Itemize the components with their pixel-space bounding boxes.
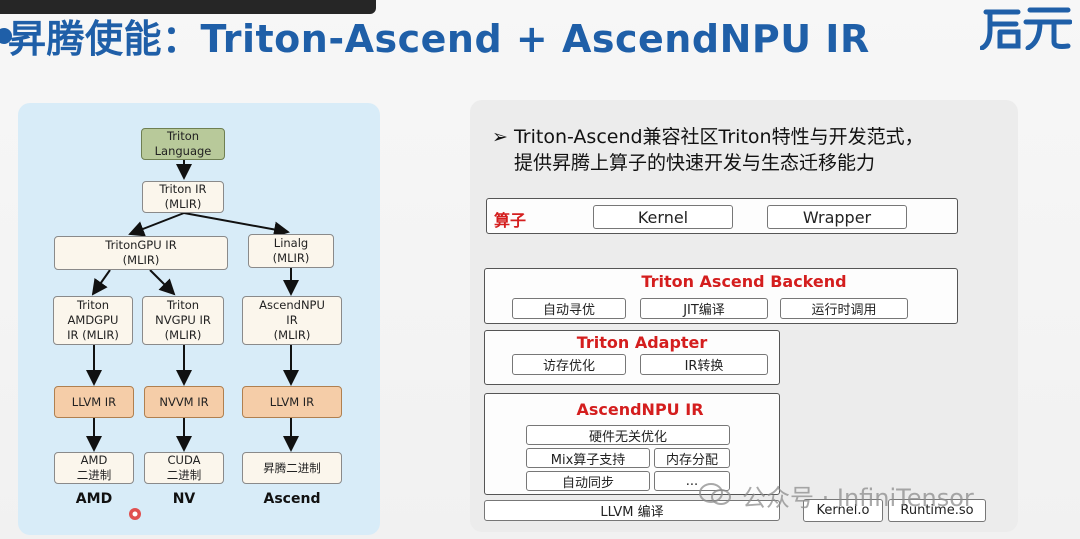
node-line: 二进制 — [166, 468, 202, 482]
triton-amdgpu-ir-node: Triton AMDGPU IR (MLIR) — [53, 296, 133, 345]
bullet-line: 提供昇腾上算子的快速开发与生态迁移能力 — [514, 152, 876, 174]
linalg-node: Linalg (MLIR) — [248, 234, 334, 268]
node-line: (MLIR) — [273, 328, 311, 342]
node-line: AMD — [80, 453, 108, 467]
ascendnpu-ir-layer-title: AscendNPU IR — [576, 400, 704, 419]
node-line: NVGPU IR — [155, 313, 211, 327]
ir-conversion-box: IR转换 — [640, 354, 768, 375]
backend-layer-title: Triton Ascend Backend — [641, 272, 847, 291]
qiyuan-logo — [980, 7, 1072, 50]
llvm-ir-amd-node: LLVM IR — [54, 386, 134, 418]
node-line: LLVM IR — [269, 394, 315, 409]
node-line: Linalg — [273, 236, 309, 250]
runtime-call-box: 运行时调用 — [780, 298, 908, 319]
kernel-o-box: Kernel.o — [803, 499, 883, 522]
top-overlay-bar — [0, 0, 376, 14]
wrapper-box: Wrapper — [767, 205, 907, 229]
llvm-compile-box: LLVM 编译 — [484, 500, 780, 521]
slide-title: 昇腾使能：Triton-Ascend + AscendNPU IR — [0, 8, 870, 63]
node-line: 二进制 — [76, 468, 112, 482]
vendor-label-amd: AMD — [75, 491, 113, 507]
tritongpu-ir-node: TritonGPU IR (MLIR) — [54, 236, 228, 270]
node-line: Language — [154, 144, 212, 158]
nvvm-ir-node: NVVM IR — [144, 386, 224, 418]
node-line: (MLIR) — [164, 328, 202, 342]
memory-allocation-box: 内存分配 — [654, 448, 730, 468]
triton-language-node: Triton Language — [141, 128, 225, 160]
slide-title-text: 昇腾使能：Triton-Ascend + AscendNPU IR — [8, 17, 870, 61]
node-line: (MLIR) — [164, 197, 202, 211]
triton-ir-node: Triton IR (MLIR) — [142, 181, 224, 213]
more-items-box: ... — [654, 471, 730, 491]
operator-layer-label: 算子 — [494, 211, 527, 230]
node-line: CUDA — [167, 453, 201, 467]
triton-nvgpu-ir-node: Triton NVGPU IR (MLIR) — [142, 296, 224, 345]
node-line: LLVM IR — [71, 394, 117, 409]
node-line: AscendNPU — [259, 298, 325, 312]
feature-bullet: ➢ Triton-Ascend兼容社区Triton特性与开发范式， 提供昇腾上算… — [492, 124, 924, 176]
watermark-text: 公众号 · InfiniTensor — [742, 484, 974, 512]
kernel-box: Kernel — [593, 205, 733, 229]
node-line: TritonGPU IR — [105, 238, 177, 252]
cuda-binary-node: CUDA 二进制 — [144, 452, 224, 484]
node-line: 昇腾二进制 — [263, 460, 321, 475]
auto-tuning-box: 自动寻优 — [512, 298, 626, 319]
vendor-label-ascend: Ascend — [263, 491, 321, 507]
mix-operator-support-box: Mix算子支持 — [526, 448, 650, 468]
node-line: Triton — [166, 129, 200, 143]
node-line: Triton — [76, 298, 110, 312]
node-line: (MLIR) — [272, 251, 310, 265]
memory-access-opt-box: 访存优化 — [512, 354, 626, 375]
jit-compile-box: JIT编译 — [640, 298, 768, 319]
node-line: Triton IR — [159, 182, 207, 196]
auto-sync-box: 自动同步 — [526, 471, 650, 491]
arrow-bullet-icon: ➢ — [492, 126, 514, 148]
node-line: IR (MLIR) — [67, 328, 119, 342]
adapter-layer-title: Triton Adapter — [576, 333, 708, 352]
wechat-icon — [699, 483, 731, 505]
ascendnpu-ir-node: AscendNPU IR (MLIR) — [242, 296, 342, 345]
amd-binary-node: AMD 二进制 — [54, 452, 134, 484]
llvm-ir-ascend-node: LLVM IR — [242, 386, 342, 418]
node-line: IR — [286, 313, 298, 327]
ascend-binary-node: 昇腾二进制 — [242, 452, 342, 484]
vendor-label-nv: NV — [172, 491, 196, 507]
node-line: NVVM IR — [159, 394, 209, 409]
hw-independent-opt-box: 硬件无关优化 — [526, 425, 730, 445]
node-line: (MLIR) — [122, 253, 160, 267]
node-line: AMDGPU — [67, 313, 119, 327]
runtime-so-box: Runtime.so — [888, 499, 986, 522]
title-bullet-icon — [0, 28, 12, 44]
node-line: Triton — [166, 298, 200, 312]
bullet-line: Triton-Ascend兼容社区Triton特性与开发范式， — [513, 126, 924, 148]
